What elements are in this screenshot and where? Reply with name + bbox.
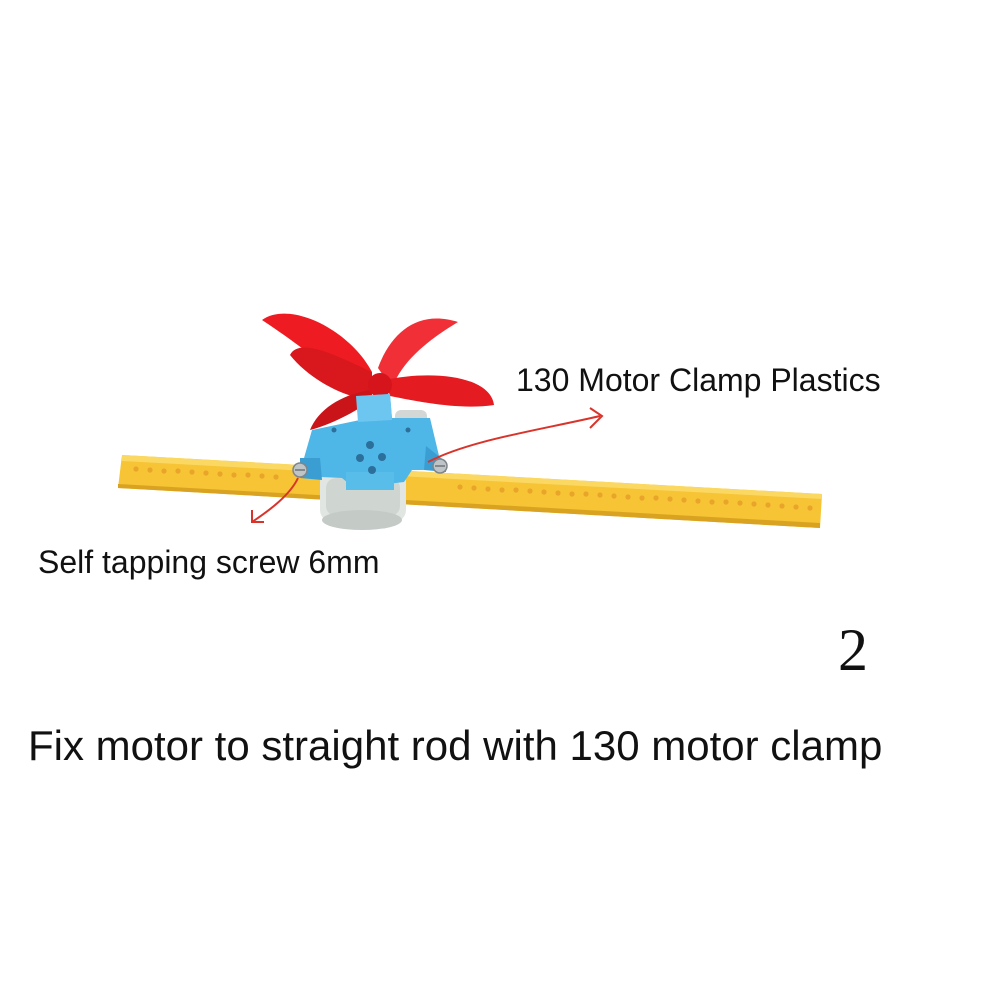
rod-holes <box>133 466 813 511</box>
straight-rod <box>118 455 822 528</box>
clamp-arrow <box>427 407 604 463</box>
screw-label: Self tapping screw 6mm <box>38 544 380 580</box>
clamp-label: 130 Motor Clamp Plastics <box>516 362 881 398</box>
screws <box>292 458 448 478</box>
instruction-caption: Fix motor to straight rod with 130 motor… <box>28 722 883 769</box>
step-number: 2 <box>838 617 868 683</box>
propeller <box>262 313 494 430</box>
screw-arrow <box>251 477 299 523</box>
